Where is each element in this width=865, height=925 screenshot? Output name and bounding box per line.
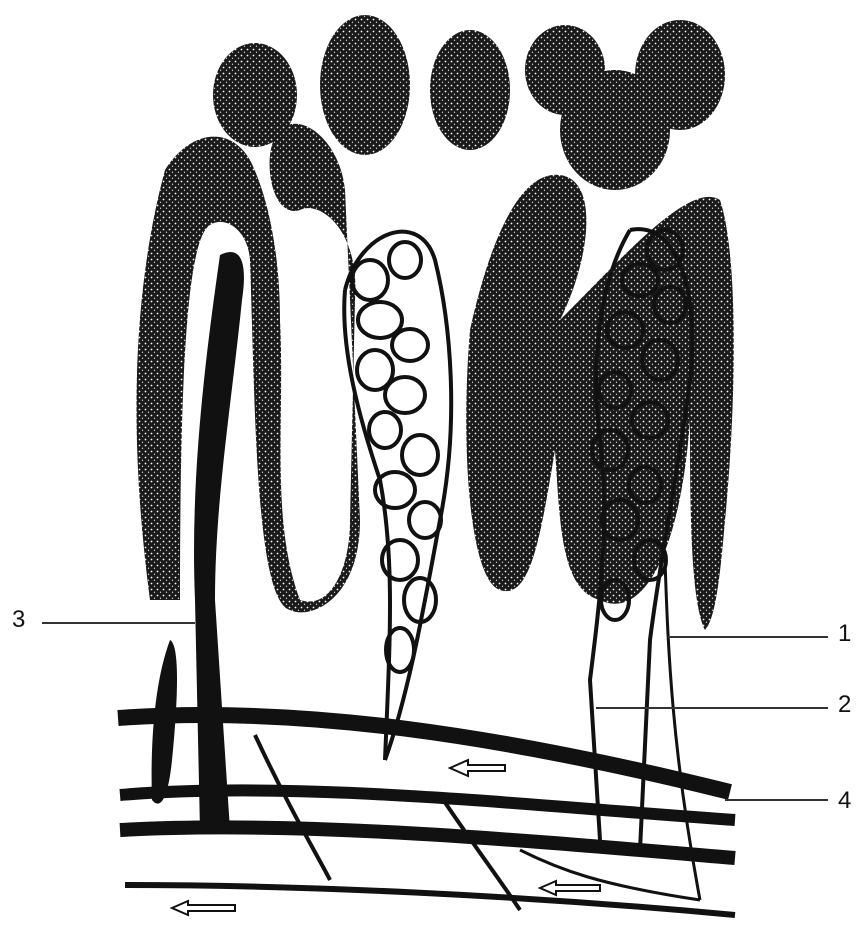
capillary-network-middle [344, 232, 451, 760]
label-3: 3 [12, 608, 25, 632]
left-villus [136, 124, 360, 613]
right-villus [466, 175, 734, 630]
label-4: 4 [838, 789, 851, 813]
label-1: 1 [838, 622, 851, 646]
label-2: 2 [838, 693, 851, 717]
